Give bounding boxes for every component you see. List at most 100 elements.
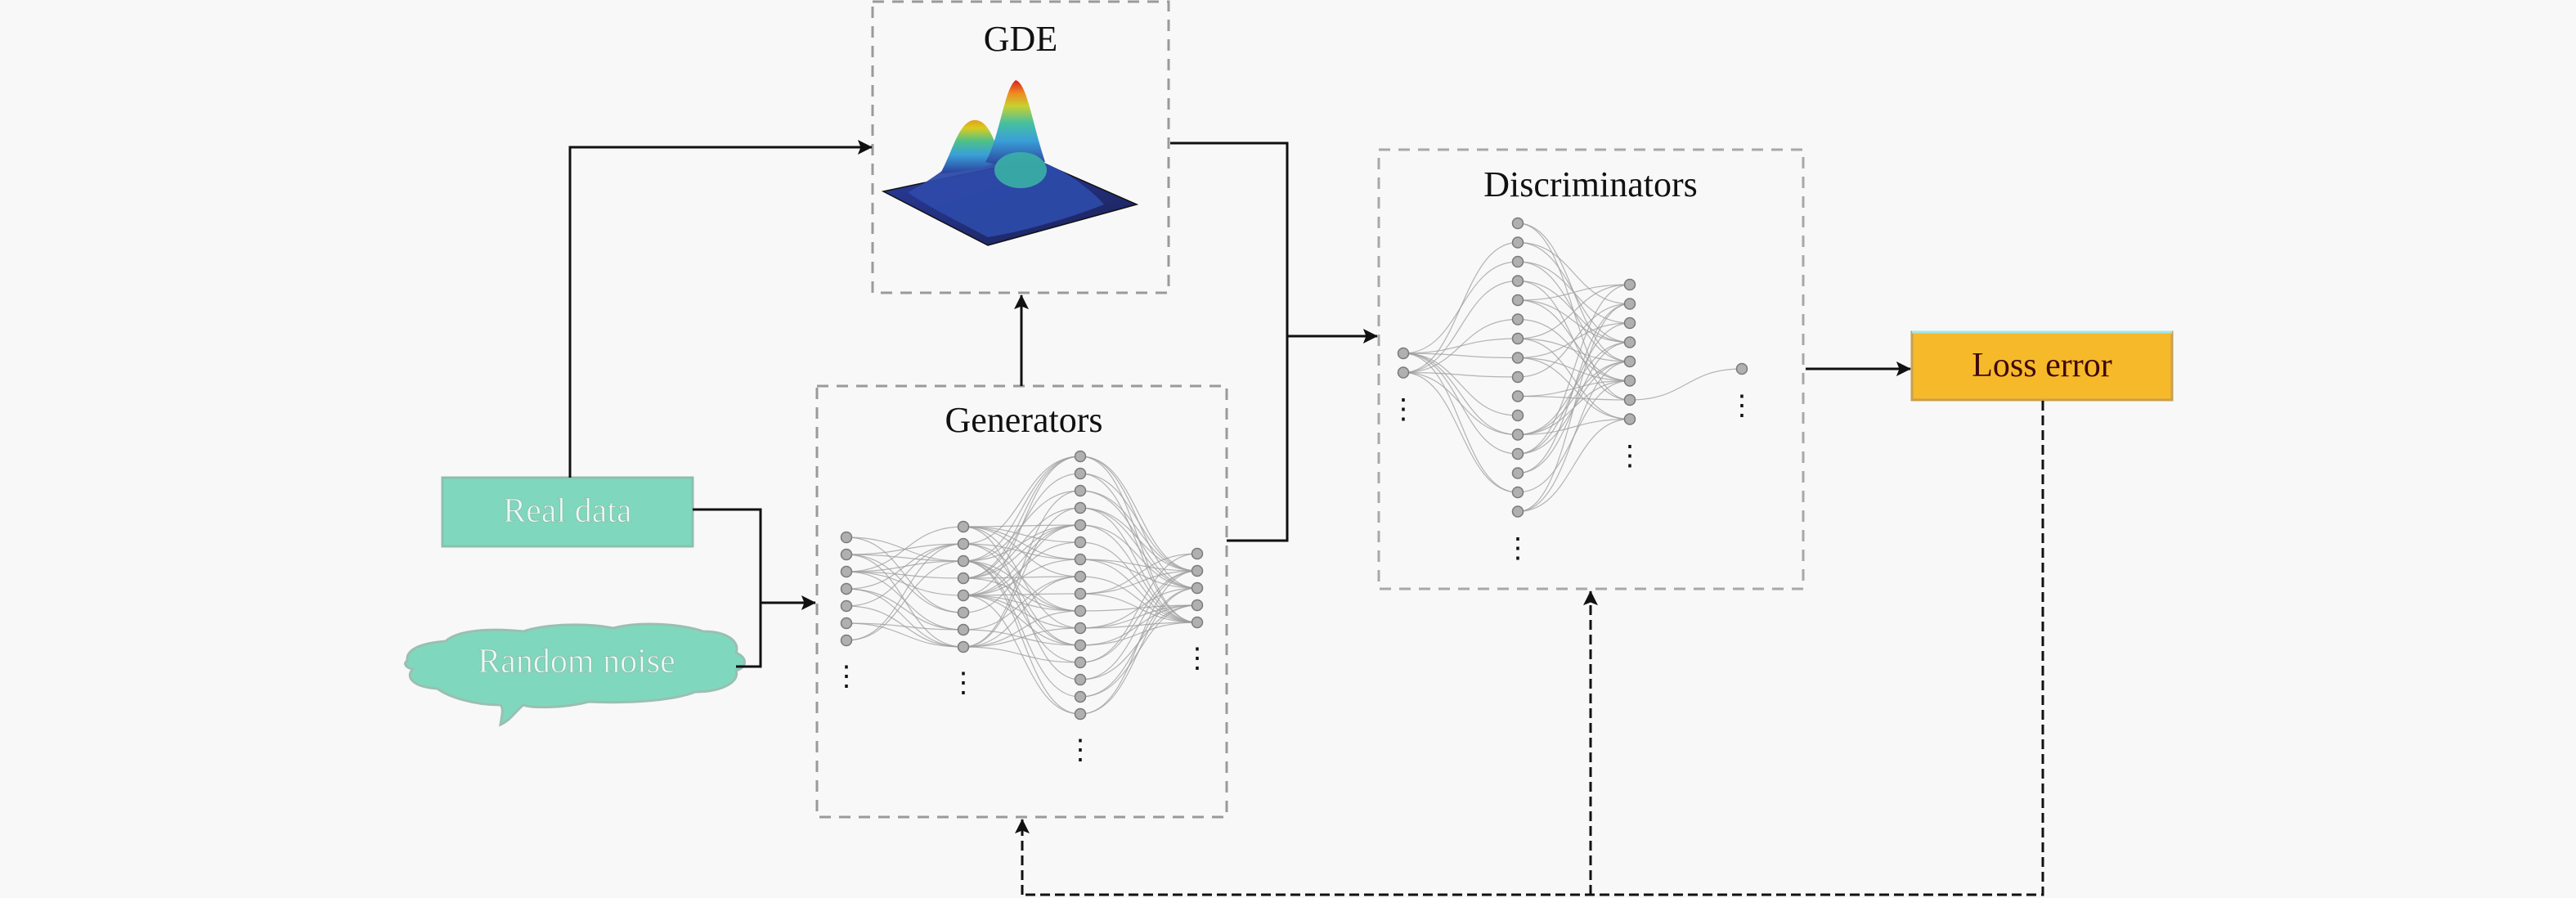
network-edge <box>1079 507 1198 572</box>
network-edge <box>963 456 1081 579</box>
network-edge <box>1517 303 1631 474</box>
network-node <box>1623 375 1636 387</box>
network-node <box>1191 564 1204 577</box>
network-edges <box>846 456 1198 715</box>
network-node <box>1623 336 1636 348</box>
network-edge <box>963 560 1081 612</box>
network-edge <box>1517 338 1631 362</box>
network-edge <box>1079 559 1198 623</box>
network-edge <box>1402 371 1519 436</box>
ellipsis-more-nodes: ⋮ <box>1389 395 1417 425</box>
network-edge <box>1517 241 1631 305</box>
network-edge <box>1079 473 1198 572</box>
network-node <box>840 599 853 613</box>
network-edge <box>1517 284 1631 339</box>
network-edge <box>1517 338 1631 420</box>
network-node <box>1511 370 1524 384</box>
network-node <box>1191 599 1204 612</box>
network-node <box>1511 409 1524 422</box>
network-node <box>1623 317 1636 330</box>
network-edge <box>963 610 1081 648</box>
network-edge <box>1402 352 1519 493</box>
network-node <box>1397 347 1410 360</box>
network-edge <box>1517 418 1631 436</box>
line-generators-to-merge <box>1227 336 1289 542</box>
network-edge <box>1517 361 1631 513</box>
network-edge <box>1079 587 1198 715</box>
real-data-label: Real data <box>503 492 632 530</box>
network-edge <box>963 595 1081 646</box>
surface-bump-center <box>994 152 1047 188</box>
network-node <box>1074 519 1087 532</box>
network-node <box>957 589 970 602</box>
network-edge <box>963 524 1081 596</box>
network-node <box>840 617 853 630</box>
random-noise-block[interactable]: Random noise <box>404 622 746 727</box>
network-edge <box>1517 284 1631 455</box>
ellipsis-more-nodes: ⋮ <box>1728 391 1756 421</box>
real-data-box <box>441 476 694 548</box>
line-noise-to-merge <box>736 602 762 668</box>
feedback-loss-down <box>1022 401 2044 896</box>
network-edge <box>1079 553 1198 595</box>
network-node <box>1511 486 1524 499</box>
network-edge <box>963 456 1081 545</box>
network-edge <box>846 588 964 648</box>
network-edge <box>963 507 1081 648</box>
gde-title: GDE <box>984 19 1057 59</box>
generators-title: Generators <box>945 400 1102 440</box>
network-edge <box>1402 371 1519 493</box>
network-node <box>1074 450 1087 463</box>
line-realdata-to-merge <box>693 508 762 602</box>
network-node <box>1074 467 1087 480</box>
ellipsis-more-nodes: ⋮ <box>949 668 977 698</box>
network-edge <box>1517 361 1631 436</box>
network-node <box>1511 294 1524 307</box>
network-edge <box>1517 303 1631 513</box>
network-node <box>1074 570 1087 583</box>
network-node <box>840 548 853 561</box>
network-edges <box>1402 222 1743 513</box>
network-edge <box>1629 368 1743 401</box>
gde-box-border <box>871 0 1170 294</box>
gde-block[interactable]: GDE <box>871 0 1170 294</box>
real-data-block[interactable]: Real data <box>441 476 694 548</box>
loss-error-box <box>1910 330 2174 402</box>
network-node <box>1074 501 1087 514</box>
network-node <box>840 565 853 578</box>
ellipsis-more-nodes: ⋮ <box>1504 534 1532 564</box>
network-edge <box>963 627 1081 648</box>
network-edge <box>1402 371 1519 378</box>
generators-block[interactable]: Generators ⋮⋮⋮⋮ <box>815 384 1228 819</box>
network-edge <box>963 576 1081 631</box>
network-node <box>957 640 970 653</box>
network-node <box>840 531 853 544</box>
network-edge <box>846 588 964 631</box>
network-edge <box>963 593 1081 596</box>
discriminators-title: Discriminators <box>1483 164 1698 204</box>
discriminator-network: ⋮⋮⋮⋮ <box>1389 217 1756 564</box>
network-node <box>1511 390 1524 402</box>
network-node <box>1511 467 1524 479</box>
discriminators-block[interactable]: Discriminators ⋮⋮⋮⋮ <box>1377 148 1805 590</box>
ellipsis-more-nodes: ⋮ <box>832 662 860 692</box>
network-node <box>1511 313 1524 326</box>
network-node <box>1623 298 1636 310</box>
loss-error-block[interactable]: Loss error <box>1910 330 2174 402</box>
network-edge <box>1402 241 1519 374</box>
network-edge <box>1079 559 1198 572</box>
line-gde-to-merge <box>1170 141 1289 336</box>
network-node <box>1511 505 1524 518</box>
ellipsis-more-nodes: ⋮ <box>1066 735 1094 766</box>
network-edge <box>1079 622 1198 646</box>
network-edge <box>963 576 1081 648</box>
network-edge <box>1079 490 1198 572</box>
network-edge <box>1402 352 1519 416</box>
network-node <box>1623 393 1636 406</box>
network-node <box>1191 616 1204 629</box>
surface-peak-left <box>940 119 1002 173</box>
network-node <box>1511 447 1524 460</box>
arrow-realdata-to-gde <box>568 140 873 478</box>
network-edge <box>846 560 964 641</box>
network-edge <box>1079 570 1198 715</box>
